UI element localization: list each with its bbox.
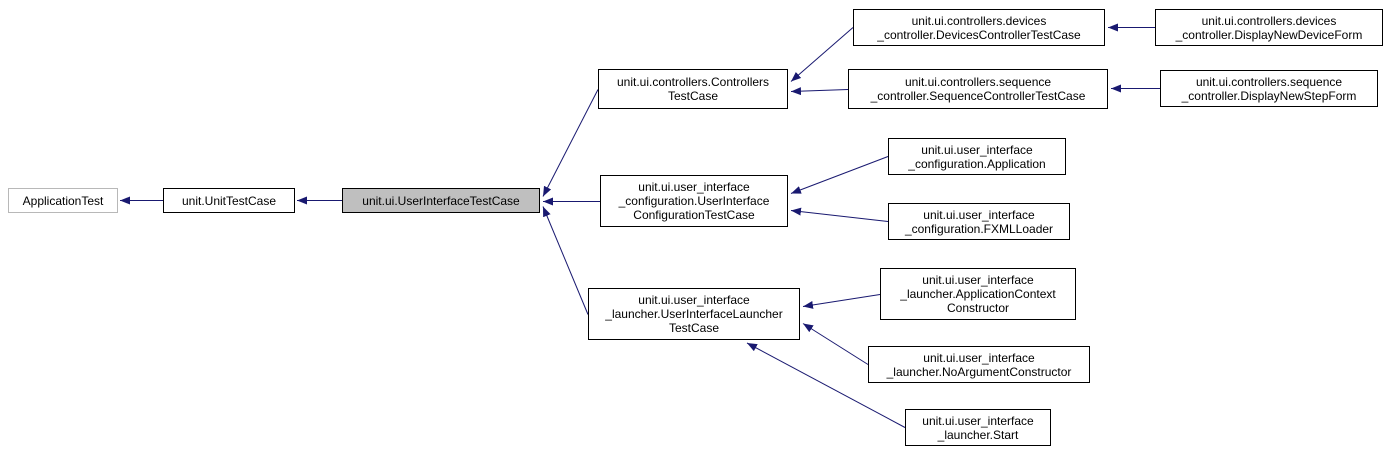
node-label: unit.ui.user_interface bbox=[923, 350, 1035, 365]
node-label: _launcher.NoArgumentConstructor bbox=[886, 364, 1072, 379]
node-label: unit.ui.controllers.sequence bbox=[1195, 74, 1343, 89]
node-label: unit.UnitTestCase bbox=[181, 193, 277, 208]
edge-application-context-constructor-to-ui-launcher-test-case bbox=[802, 294, 881, 309]
node-label: TestCase bbox=[668, 321, 720, 335]
node-start[interactable]: unit.ui.user_interface _launcher.Start bbox=[905, 409, 1051, 446]
node-display-new-step-form[interactable]: unit.ui.controllers.sequence _controller… bbox=[1160, 70, 1378, 107]
node-label: unit.ui.user_interface bbox=[638, 293, 750, 307]
node-label: _controller.DevicesControllerTestCase bbox=[877, 27, 1081, 42]
node-label: _configuration.FXMLLoader bbox=[904, 221, 1054, 236]
node-label: _launcher.ApplicationContext bbox=[900, 287, 1056, 301]
node-label: ApplicationTest bbox=[22, 193, 104, 208]
edge-fxml-loader-to-ui-config-test-case bbox=[790, 207, 889, 222]
edge-start-to-ui-launcher-test-case bbox=[746, 342, 906, 428]
node-label: unit.ui.user_interface bbox=[923, 207, 1035, 222]
node-application-test: ApplicationTest bbox=[8, 188, 118, 213]
node-unit-test-case[interactable]: unit.UnitTestCase bbox=[163, 188, 295, 213]
node-label: unit.ui.controllers.devices bbox=[1201, 13, 1337, 28]
node-label: unit.ui.user_interface bbox=[638, 180, 750, 194]
edge-ui-launcher-test-case-to-user-interface-test-case bbox=[542, 206, 589, 315]
node-ui-launcher-test-case[interactable]: unit.ui.user_interface _launcher.UserInt… bbox=[588, 288, 800, 340]
edge-sequence-controller-test-case-to-controllers-test-case bbox=[790, 87, 849, 96]
node-label: unit.ui.controllers.Controllers bbox=[616, 75, 770, 89]
node-label: unit.ui.controllers.sequence bbox=[904, 75, 1052, 89]
node-user-interface-test-case: unit.ui.UserInterfaceTestCase bbox=[342, 188, 540, 213]
node-devices-controller-test-case[interactable]: unit.ui.controllers.devices _controller.… bbox=[853, 9, 1105, 46]
node-label: TestCase bbox=[667, 89, 719, 103]
edge-devices-controller-test-case-to-controllers-test-case bbox=[790, 27, 854, 82]
node-fxml-loader[interactable]: unit.ui.user_interface _configuration.FX… bbox=[888, 203, 1070, 240]
node-label: unit.ui.user_interface bbox=[921, 142, 1033, 157]
node-controllers-test-case[interactable]: unit.ui.controllers.Controllers TestCase bbox=[598, 69, 788, 109]
node-ui-config-test-case[interactable]: unit.ui.user_interface _configuration.Us… bbox=[600, 175, 788, 227]
edge-no-argument-constructor-to-ui-launcher-test-case bbox=[802, 323, 869, 365]
node-label: _configuration.Application bbox=[908, 156, 1046, 171]
node-application[interactable]: unit.ui.user_interface _configuration.Ap… bbox=[888, 138, 1066, 175]
edge-application-to-ui-config-test-case bbox=[790, 156, 889, 194]
node-label: unit.ui.user_interface bbox=[922, 413, 1034, 428]
node-label: unit.ui.user_interface bbox=[922, 273, 1034, 287]
node-label: Constructor bbox=[946, 301, 1010, 315]
node-display-new-device-form[interactable]: unit.ui.controllers.devices _controller.… bbox=[1155, 9, 1383, 46]
node-label: _controller.DisplayNewDeviceForm bbox=[1175, 27, 1363, 42]
node-label: ConfigurationTestCase bbox=[633, 208, 755, 222]
node-label: _configuration.UserInterface bbox=[618, 194, 770, 208]
node-label: _controller.DisplayNewStepForm bbox=[1181, 88, 1357, 103]
node-application-context-constructor[interactable]: unit.ui.user_interface _launcher.Applica… bbox=[880, 268, 1076, 320]
edge-controllers-test-case-to-user-interface-test-case bbox=[542, 89, 599, 197]
node-label: _controller.SequenceControllerTestCase bbox=[870, 89, 1086, 103]
node-no-argument-constructor[interactable]: unit.ui.user_interface _launcher.NoArgum… bbox=[868, 346, 1090, 383]
node-sequence-controller-test-case[interactable]: unit.ui.controllers.sequence _controller… bbox=[848, 69, 1108, 109]
node-label: _launcher.Start bbox=[937, 427, 1019, 442]
node-label: _launcher.UserInterfaceLauncher bbox=[605, 307, 783, 321]
node-label: unit.ui.UserInterfaceTestCase bbox=[362, 193, 520, 208]
node-label: unit.ui.controllers.devices bbox=[911, 13, 1047, 28]
